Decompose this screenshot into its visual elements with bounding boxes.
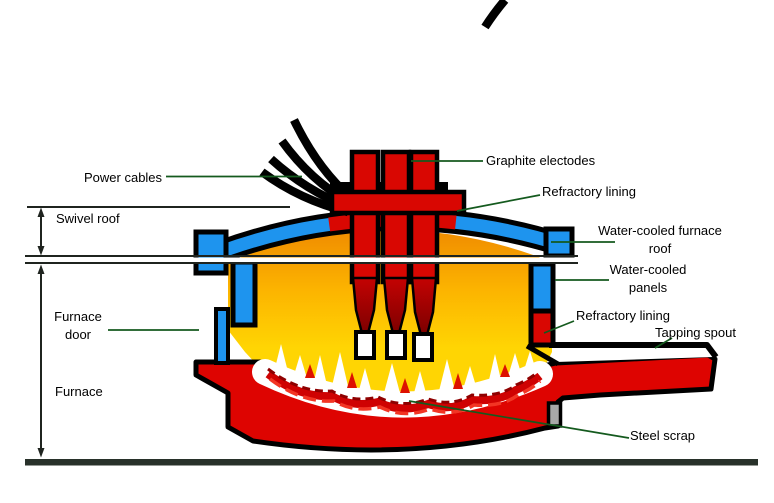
leader-tapping-spout [654, 337, 673, 349]
label-furnace-door: Furnace door [36, 308, 120, 344]
label-water-cooled-furnace-roof-line2: roof [648, 241, 672, 256]
ground-line [25, 459, 758, 466]
label-refractory-lining-top: Refractory lining [542, 184, 636, 199]
tapping-spout-top-edge [549, 342, 719, 359]
leader-refractory-top [456, 194, 541, 212]
label-graphite-electrodes: Graphite electodes [486, 153, 596, 168]
label-steel-scrap: Steel scrap [630, 428, 696, 443]
label-refractory-lining-right: Refractory lining [576, 308, 670, 323]
leader-steel-scrap [408, 400, 630, 439]
label-water-cooled-panels-line1: Water-cooled [609, 262, 687, 277]
tapping-spout-trough [552, 349, 713, 362]
right-water-cooled-panel [528, 261, 556, 314]
right-refractory-block [528, 308, 556, 348]
left-water-cooled-panel [230, 259, 258, 328]
label-power-cables: Power cables [84, 170, 163, 185]
label-furnace-door-line1: Furnace [54, 309, 102, 324]
label-swivel-roof: Swivel roof [56, 211, 120, 226]
electrode-tips [354, 330, 434, 362]
flames [252, 344, 553, 418]
furnace-sill-edge [525, 343, 560, 367]
dimension-lines [25, 206, 578, 458]
label-furnace: Furnace [55, 384, 103, 399]
furnace-door-shape [214, 307, 230, 365]
label-water-cooled-furnace-roof: Water-cooled furnace roof [594, 222, 726, 258]
roof-left-end-block [193, 229, 229, 276]
leader-refractory-right [543, 320, 575, 334]
label-water-cooled-furnace-roof-line1: Water-cooled furnace [598, 223, 722, 238]
label-tapping-spout: Tapping spout [655, 325, 736, 340]
label-water-cooled-panels: Water-cooled panels [588, 261, 708, 297]
label-furnace-door-line2: door [64, 327, 92, 342]
tap-hole [546, 401, 563, 428]
label-water-cooled-panels-line2: panels [628, 280, 668, 295]
leader-lines [108, 160, 673, 439]
